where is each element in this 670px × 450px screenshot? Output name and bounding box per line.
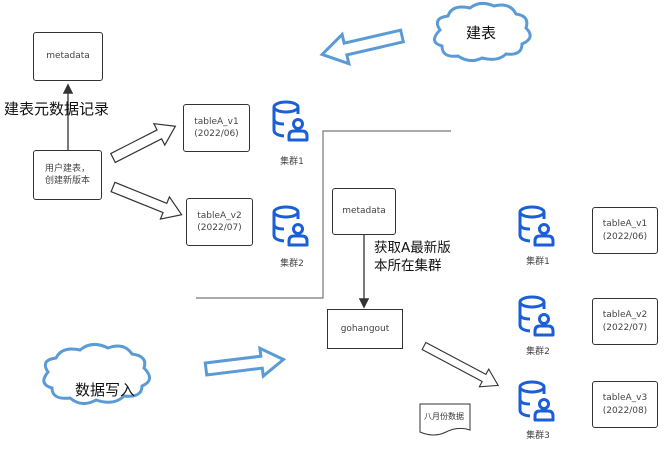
cluster-label: 集群1 <box>280 157 304 167</box>
section-divider <box>196 130 451 299</box>
table-box-v2-left: tableA_v2 (2022/07) <box>186 198 253 246</box>
block-arrow-to-v1 <box>109 122 177 164</box>
document-label: 八月份数据 <box>424 412 464 421</box>
database-user-icon <box>518 295 555 337</box>
query-cluster-label: 获取A最新版 本所在集群 <box>374 240 451 274</box>
cluster-label: 集群2 <box>526 347 550 357</box>
database-user-icon <box>518 380 555 422</box>
table-date: (2022/08) <box>602 405 648 416</box>
metadata-box-middle: metadata <box>332 188 396 235</box>
table-box-v2-right: tableA_v2(2022/07) <box>592 298 658 345</box>
table-date: (2022/06) <box>194 129 239 139</box>
table-name: tableA_v1 <box>602 219 648 230</box>
block-arrow-gohangout-to-cluster <box>421 341 500 388</box>
create-metadata-label: 建表元数据记录 <box>4 100 110 118</box>
table-name: tableA_v2 <box>602 310 648 321</box>
table-date: (2022/06) <box>602 231 648 242</box>
table-box-v1-left: tableA_v1 (2022/06) <box>183 104 250 152</box>
cloud-create-label: 建表 <box>466 24 497 42</box>
cloud-write-label: 数据写入 <box>75 381 136 399</box>
cloud-icon <box>42 343 151 405</box>
cluster-label: 集群3 <box>526 431 550 441</box>
table-box-v1-right: tableA_v1(2022/06) <box>592 207 658 254</box>
table-name: tableA_v2 <box>197 210 242 221</box>
table-date: (2022/07) <box>197 223 242 233</box>
block-arrow-to-v2 <box>110 181 183 220</box>
table-name: tableA_v1 <box>194 116 239 127</box>
blue-arrow-create <box>319 28 406 66</box>
cluster-label: 集群2 <box>280 259 304 269</box>
database-user-icon <box>518 205 555 247</box>
table-box-v3-right: tableA_v3(2022/08) <box>592 381 658 428</box>
blue-arrow-write <box>203 345 287 379</box>
gohangout-box: gohangout <box>327 309 403 349</box>
cloud-icon <box>433 1 532 63</box>
cluster-label: 集群1 <box>526 257 550 267</box>
database-user-icon <box>272 100 309 142</box>
metadata-box-left: metadata <box>33 32 103 81</box>
document-icon <box>419 403 471 436</box>
table-date: (2022/07) <box>602 322 648 333</box>
table-name: tableA_v3 <box>602 393 648 404</box>
database-user-icon <box>272 205 309 247</box>
user-create-table-box: 用户建表， 创建新版本 <box>33 150 102 200</box>
